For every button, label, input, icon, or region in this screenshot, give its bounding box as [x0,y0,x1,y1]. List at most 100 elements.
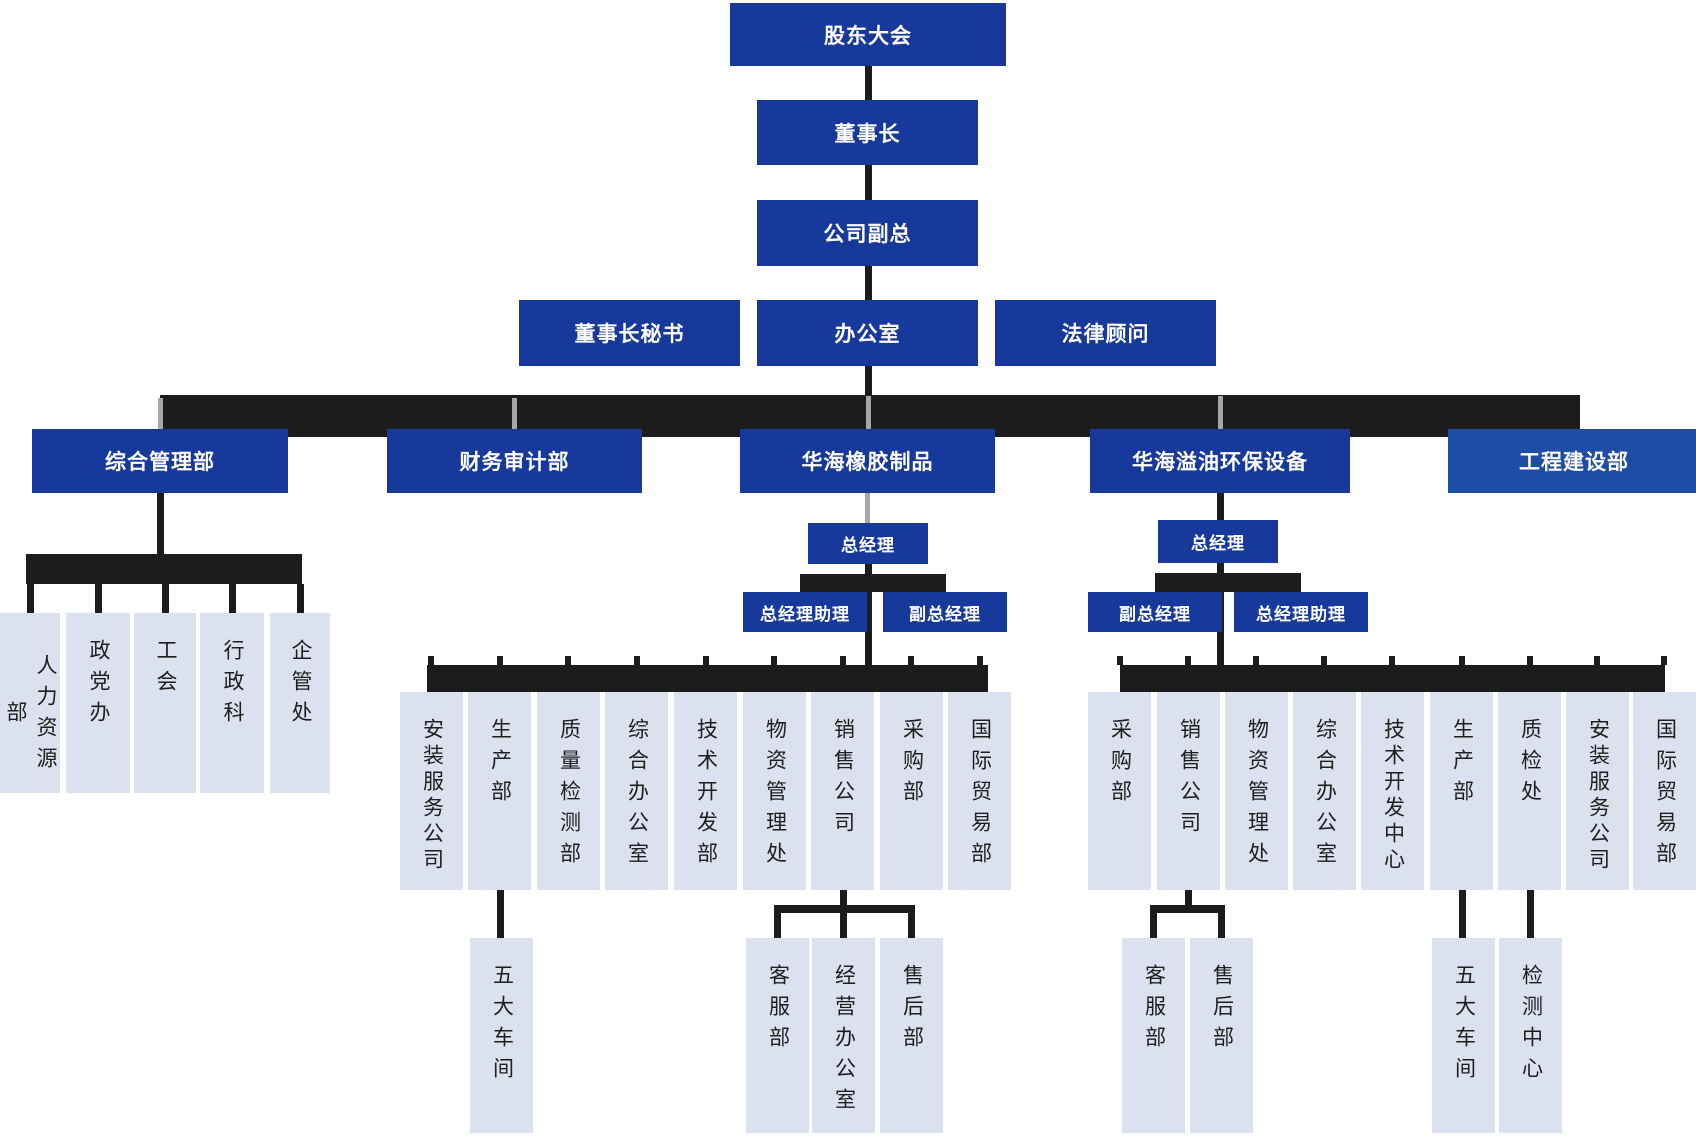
connector-line-gray [866,396,871,429]
node-label: 工程建设部 [1519,451,1629,474]
connector-line [1150,905,1225,913]
admin-section: 行政科 [200,613,264,793]
connector-line [1389,656,1395,665]
node-label: 华海溢油环保设备 [1132,451,1308,474]
connector-line [1661,656,1667,665]
oil-five-workshops: 五大车间 [1432,938,1495,1133]
node-label: 物资管理处 [1245,718,1269,873]
oil-purchasing-dept: 采购部 [1088,692,1151,890]
node-label: 五大车间 [490,964,514,1088]
connector-line [840,913,847,938]
node-label: 技术开发中心 [1381,718,1405,874]
connector-line-gray [512,398,517,429]
node-label: 五大车间 [1452,964,1476,1088]
node-label: 政党办 [87,639,110,732]
connector-line [800,574,946,592]
connector-line [428,656,434,665]
connector-line [865,165,872,200]
oil-quality-inspection-office: 质检处 [1498,692,1561,890]
node-label: 质检处 [1518,718,1542,811]
connector-line [1218,913,1225,938]
connector-line [1527,890,1534,938]
node-label: 销售公司 [1177,718,1201,842]
node-label: 检测中心 [1519,964,1543,1088]
connector-line [771,656,777,665]
huahai-rubber-products: 华海橡胶制品 [740,429,995,493]
node-label: 国际贸易部 [1653,718,1677,873]
connector-line [1459,656,1465,665]
oil-after-sales-dept: 售后部 [1190,938,1253,1133]
node-label: 客服部 [1142,964,1166,1057]
node-label: 副总经理 [1119,604,1191,624]
oil-gm-assistant: 总经理助理 [1234,592,1368,632]
connector-line [634,656,640,665]
connector-line [1117,656,1123,665]
node-label: 采购部 [900,718,924,811]
oil-tech-dev-center: 技术开发中心 [1361,692,1424,890]
connector-line [1120,665,1665,692]
connector-line [865,366,872,395]
node-label: 安装服务公司 [420,718,444,874]
chairman: 董事长 [757,100,978,165]
company-vice-president: 公司副总 [757,200,978,266]
connector-line [774,913,781,938]
node-label: 质量检测部 [557,718,581,873]
connector-line-gray [1218,396,1223,429]
node-label: 工会 [154,639,177,701]
node-label: 生产部 [488,718,512,811]
node-label: 经营办公室 [832,964,856,1119]
node-label: 采购部 [1108,718,1132,811]
oil-deputy-gm: 副总经理 [1088,592,1222,632]
connector-line [27,584,34,613]
node-label: 董事长 [834,122,901,146]
rubber-production-dept: 生产部 [468,692,531,890]
connector-line [840,656,846,665]
party-office: 政党办 [66,613,130,793]
connector-line [1253,656,1259,665]
connector-line [1321,656,1327,665]
node-label: 销售公司 [831,718,855,842]
rubber-deputy-gm: 副总经理 [883,592,1007,632]
connector-line [1527,656,1533,665]
connector-line [157,493,164,554]
oil-sales-company: 销售公司 [1157,692,1220,890]
engineering-construction-dept: 工程建设部 [1448,429,1696,493]
chairman-secretary: 董事长秘书 [519,300,740,366]
connector-line [703,656,709,665]
node-label: 人力资源部 [4,654,57,778]
connector-line [865,564,872,665]
node-label: 华海橡胶制品 [801,451,934,474]
node-label: 行政科 [221,639,244,732]
rubber-sales-company: 销售公司 [811,692,874,890]
connector-line [840,890,847,908]
rubber-purchasing-dept: 采购部 [880,692,943,890]
office: 办公室 [757,300,978,366]
connector-line-gray [158,398,163,429]
rubber-operations-office: 经营办公室 [812,938,875,1133]
rubber-general-office: 综合办公室 [605,692,668,890]
connector-line-gray [865,493,870,523]
rubber-intl-trade-dept: 国际贸易部 [948,692,1011,890]
connector-line [908,913,915,938]
hr-dept: 人力资源部 [0,613,60,793]
node-label: 售后部 [900,964,924,1057]
rubber-install-service-company: 安装服务公司 [400,692,463,890]
connector-line [497,656,503,665]
rubber-gm-assistant: 总经理助理 [743,592,867,632]
oil-testing-center: 检测中心 [1499,938,1562,1133]
connector-line [865,266,872,300]
node-label: 综合办公室 [1313,718,1337,873]
shareholders-meeting: 股东大会 [730,3,1006,66]
node-label: 公司副总 [823,223,912,246]
labor-union: 工会 [134,613,196,793]
huahai-oil-spill-equipment: 华海溢油环保设备 [1090,429,1350,493]
legal-counsel: 法律顾问 [995,300,1216,366]
rubber-quality-inspection-dept: 质量检测部 [537,692,600,890]
enterprise-mgmt-office: 企管处 [270,613,330,793]
node-label: 股东大会 [824,24,912,48]
node-label: 综合管理部 [105,451,215,474]
node-label: 国际贸易部 [968,718,992,873]
node-label: 财务审计部 [459,451,570,474]
connector-line [977,656,983,665]
connector-line [1150,913,1157,938]
